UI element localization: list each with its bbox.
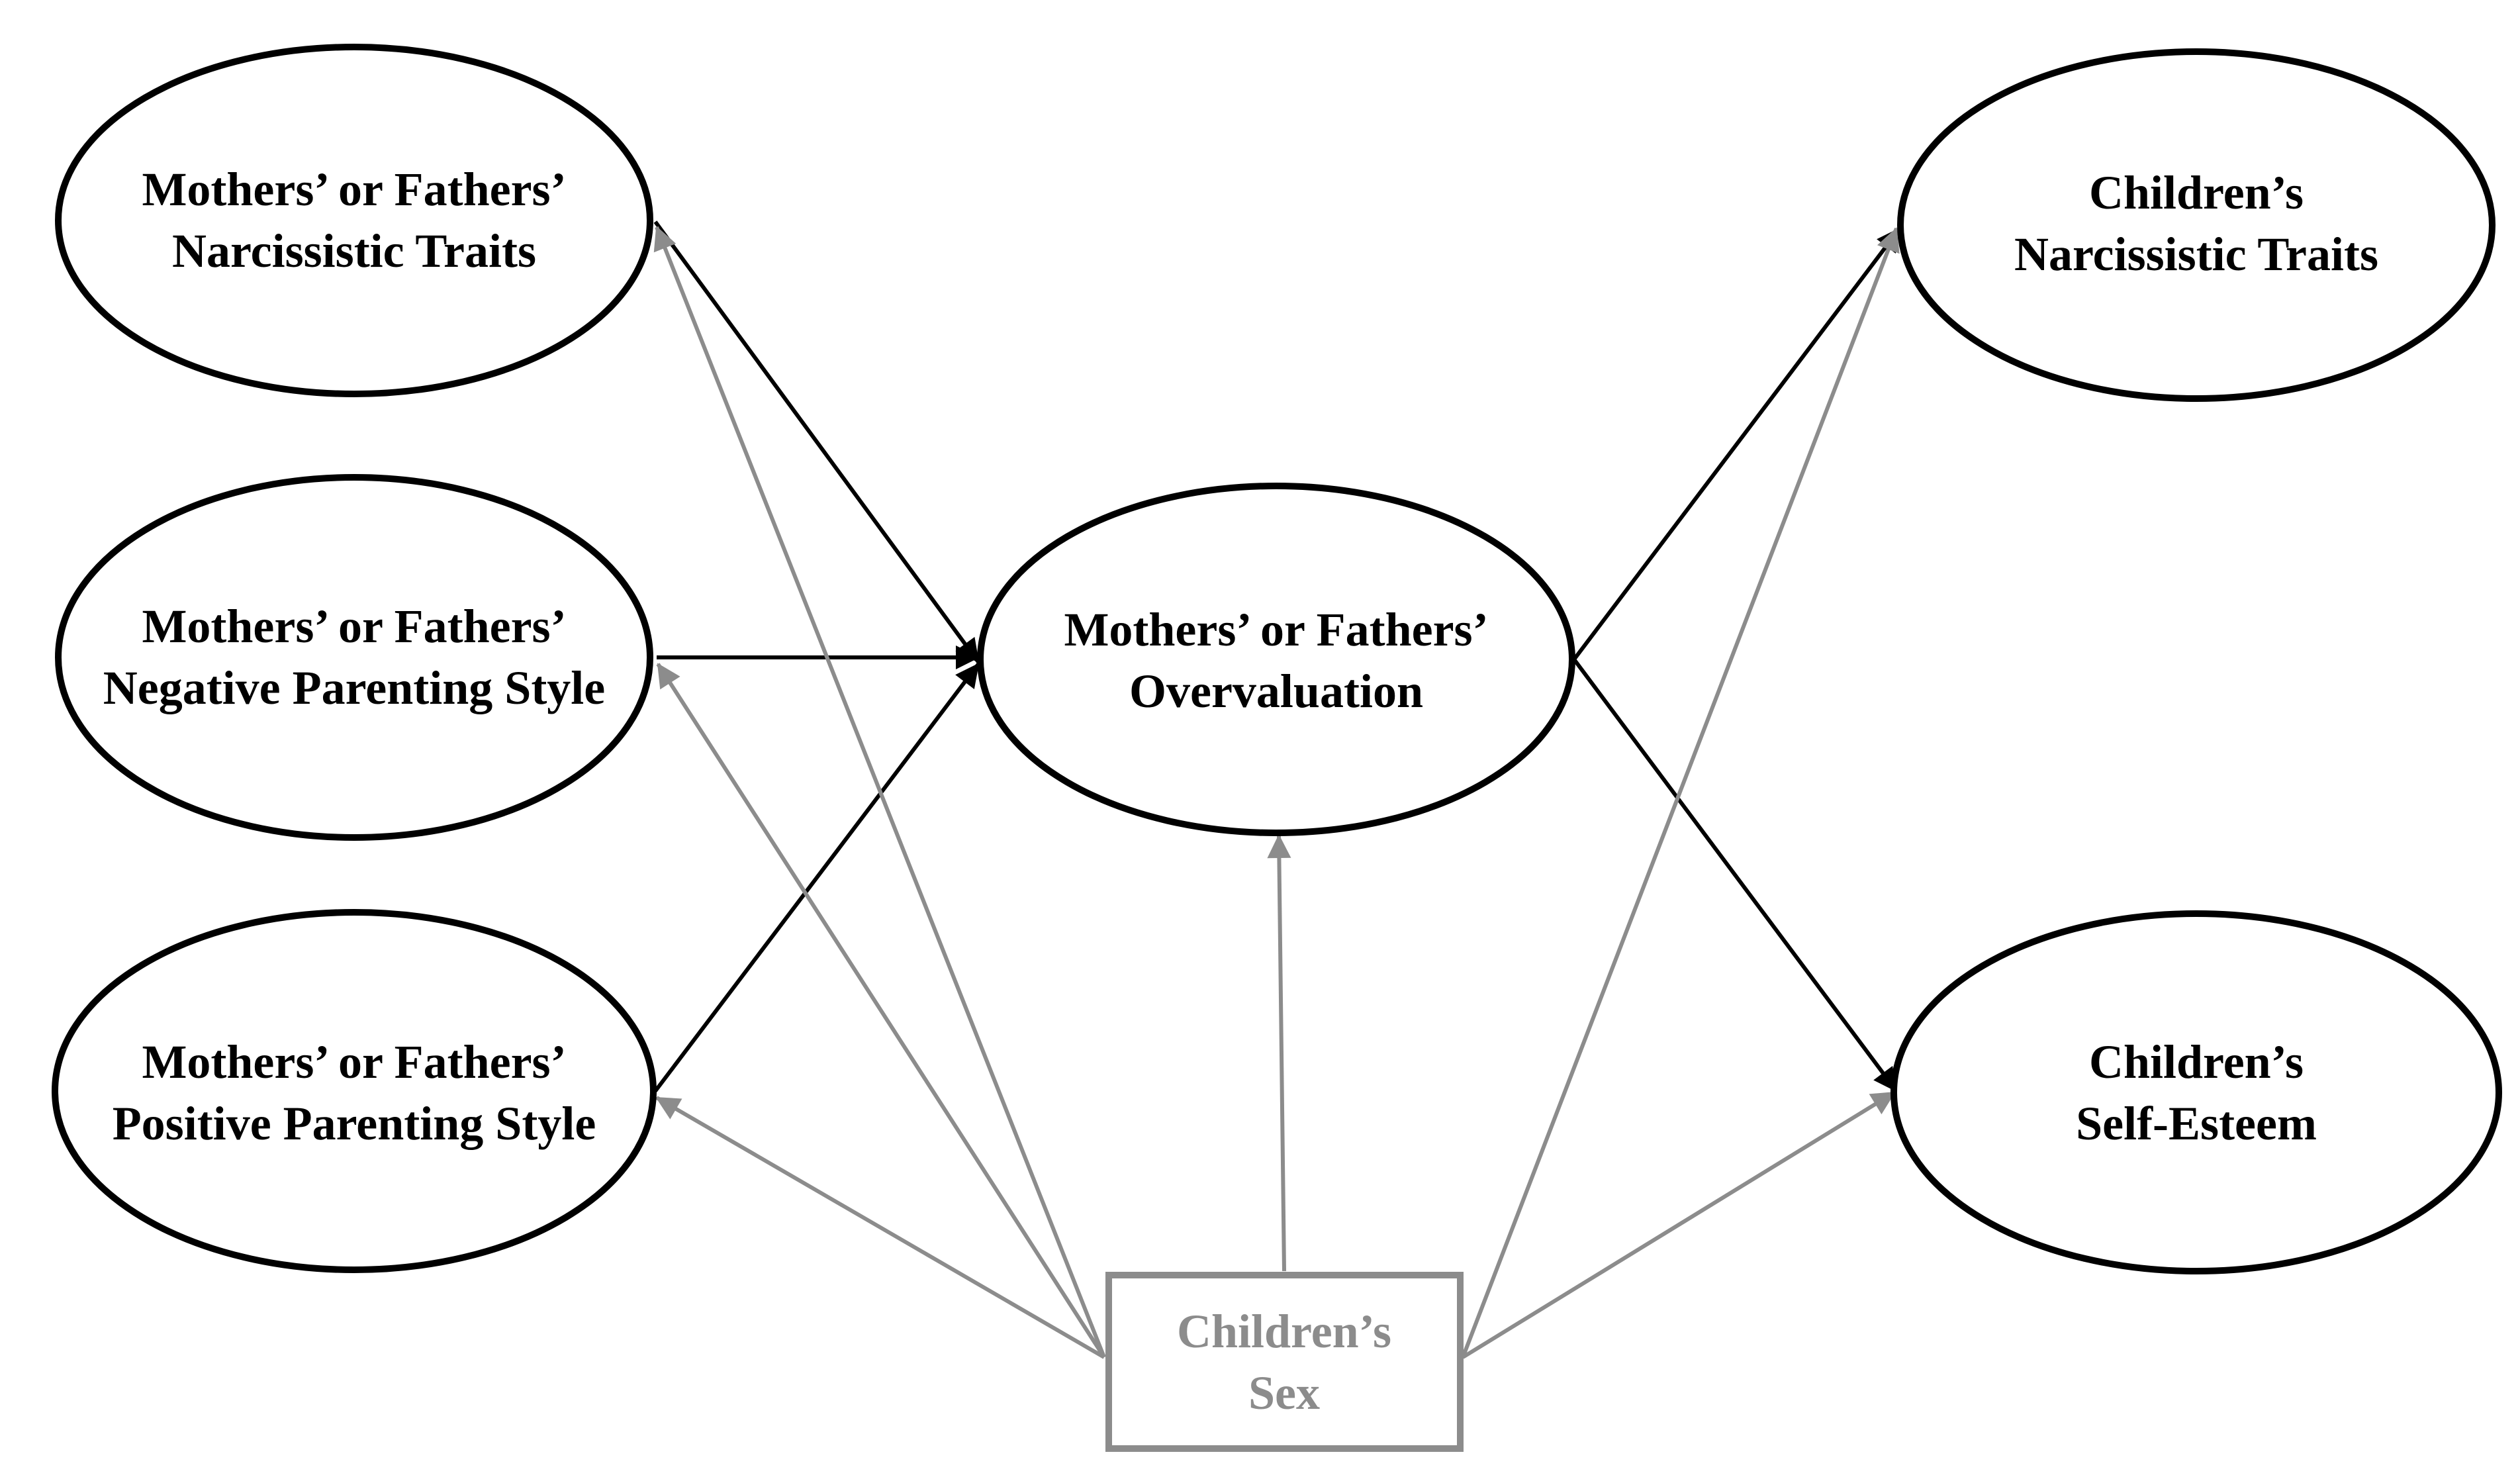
node-parent-narcissistic-traits-ellipse: [55, 44, 653, 397]
node-parent-positive-parenting-ellipse: [52, 909, 657, 1273]
node-parent-overvaluation-label-2: Overvaluation: [1129, 665, 1423, 718]
node-children-self-esteem-label-2: Self-Esteem: [2076, 1097, 2317, 1150]
node-parent-negative-parenting-label-2: Negative Parenting Style: [103, 661, 606, 714]
node-parent-positive-parenting-label-1: Mothers’ or Fathers’: [142, 1035, 566, 1088]
node-children-self-esteem-label-1: Children’s: [2089, 1035, 2304, 1088]
node-parent-positive-parenting: Mothers’ or Fathers’ Positive Parenting …: [52, 909, 657, 1273]
node-parent-narcissistic-traits-label-1: Mothers’ or Fathers’: [142, 163, 566, 216]
edge-child-sex-to-child-narcissism: [1461, 227, 1900, 1359]
node-parent-overvaluation-ellipse: [977, 483, 1575, 836]
node-children-sex-box: [1105, 1272, 1464, 1452]
edge-overvaluation-to-child-selfesteem: [1572, 658, 1898, 1092]
node-parent-narcissistic-traits: Mothers’ or Fathers’ Narcissistic Traits: [55, 44, 653, 397]
edge-child-sex-to-parent-narcissism: [653, 226, 1106, 1359]
node-children-narcissistic-traits-label-2: Narcissistic Traits: [2014, 228, 2378, 281]
edge-overvaluation-to-child-narcissism: [1572, 227, 1902, 661]
node-parent-overvaluation: Mothers’ or Fathers’ Overvaluation: [977, 483, 1575, 836]
node-children-self-esteem: Children’s Self-Esteem: [1890, 910, 2502, 1274]
node-children-narcissistic-traits: Children’s Narcissistic Traits: [1897, 48, 2496, 402]
node-children-sex: Children’s Sex: [1105, 1272, 1464, 1452]
node-children-narcissistic-traits-label-1: Children’s: [2089, 166, 2304, 219]
nodes-layer: Mothers’ or Fathers’ Narcissistic Traits…: [52, 44, 2502, 1452]
node-parent-positive-parenting-label-2: Positive Parenting Style: [113, 1097, 596, 1150]
node-parent-negative-parenting-ellipse: [55, 474, 653, 841]
edge-parent-positive-to-overvaluation: [653, 663, 980, 1092]
edge-parent-narcissism-to-overvaluation: [653, 220, 980, 663]
edge-child-sex-to-parent-negative: [656, 663, 1106, 1359]
node-parent-narcissistic-traits-label-2: Narcissistic Traits: [172, 224, 536, 277]
edge-child-sex-to-parent-positive: [655, 1096, 1105, 1359]
node-parent-negative-parenting: Mothers’ or Fathers’ Negative Parenting …: [55, 474, 653, 841]
node-children-sex-label-2: Sex: [1248, 1366, 1320, 1419]
node-children-self-esteem-ellipse: [1890, 910, 2502, 1274]
edge-child-sex-to-child-selfesteem: [1462, 1090, 1896, 1359]
node-children-sex-label-1: Children’s: [1177, 1305, 1391, 1358]
node-children-narcissistic-traits-ellipse: [1897, 48, 2496, 402]
node-parent-overvaluation-label-1: Mothers’ or Fathers’: [1064, 603, 1488, 656]
edge-child-sex-to-overvaluation: [1267, 834, 1291, 1272]
edges-layer: [653, 220, 1902, 1359]
node-parent-negative-parenting-label-1: Mothers’ or Fathers’: [142, 600, 566, 653]
